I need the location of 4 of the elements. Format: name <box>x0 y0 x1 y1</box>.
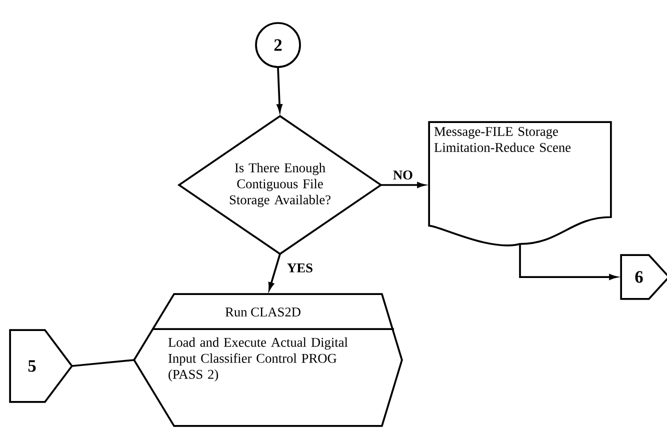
offpage-connector: 5 <box>9 329 74 403</box>
edge-label: YES <box>286 262 314 274</box>
edge-label: NO <box>392 169 414 181</box>
offpage-connector: 6 <box>620 254 667 300</box>
